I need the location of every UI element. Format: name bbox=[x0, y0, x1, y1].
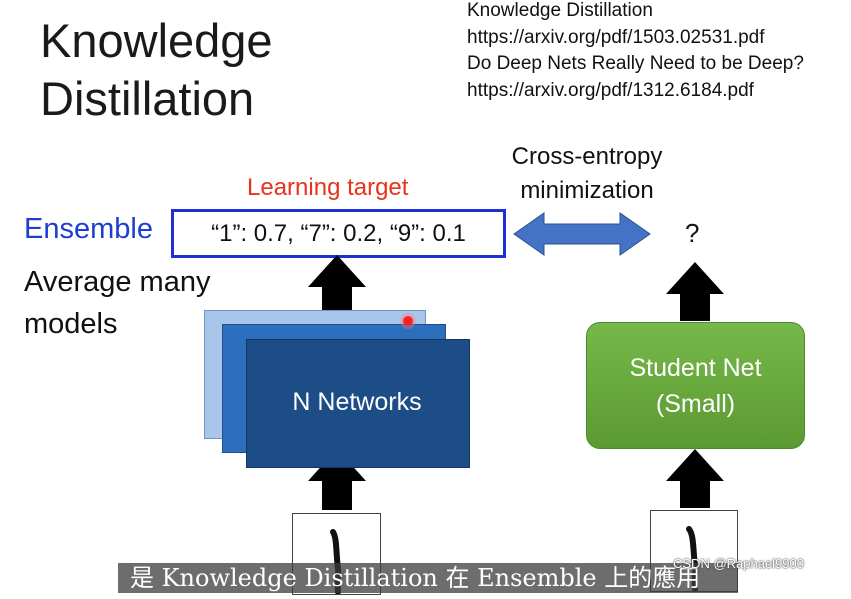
references: Knowledge Distillation https://arxiv.org… bbox=[467, 0, 804, 104]
diagram-arrows bbox=[308, 212, 724, 510]
loss-label: Cross-entropy minimization bbox=[482, 140, 692, 208]
double-arrow bbox=[513, 212, 651, 256]
ensemble-description-line-1: Average many bbox=[24, 266, 211, 298]
ensemble-description-line-2: models bbox=[24, 308, 118, 340]
slide-title: Knowledge Distillation bbox=[40, 12, 273, 128]
learning-target-label: Learning target bbox=[247, 174, 409, 201]
student-net-label-line-2: (Small) bbox=[655, 389, 736, 418]
up-arrow-ensemble-input bbox=[308, 449, 366, 510]
reference-title-1: Knowledge Distillation bbox=[467, 0, 653, 21]
pointer-dot bbox=[403, 316, 413, 326]
student-net-box: Student Net (Small) bbox=[586, 322, 805, 449]
ensemble-description: Average many models bbox=[24, 261, 210, 345]
ensemble-output-box: “1”: 0.7, “7”: 0.2, “9”: 0.1 bbox=[171, 209, 506, 258]
loss-label-line-1: Cross-entropy bbox=[511, 143, 663, 170]
ensemble-label: Ensemble bbox=[24, 213, 153, 245]
reference-title-2: Do Deep Nets Really Need to be Deep? bbox=[467, 53, 804, 74]
reference-link-2[interactable]: https://arxiv.org/pdf/1312.6184.pdf bbox=[467, 79, 754, 101]
subtitle-text: 是 Knowledge Distillation 在 Ensemble 上的應用 bbox=[130, 564, 701, 592]
reference-link-1[interactable]: https://arxiv.org/pdf/1503.02531.pdf bbox=[467, 26, 765, 48]
student-net-label-line-1: Student Net bbox=[629, 353, 762, 382]
up-arrow-ensemble-output bbox=[308, 255, 366, 316]
title-line-2: Distillation bbox=[40, 72, 255, 125]
loss-label-line-2: minimization bbox=[520, 177, 654, 204]
up-arrow-student-input bbox=[666, 449, 724, 508]
up-arrow-student-output bbox=[666, 262, 724, 321]
n-networks-label: N Networks bbox=[292, 388, 422, 416]
title-line-1: Knowledge bbox=[40, 14, 273, 67]
watermark: CSDN @Raphael9900 bbox=[673, 556, 804, 571]
network-card-front bbox=[246, 339, 470, 468]
student-output-unknown: ? bbox=[685, 218, 700, 248]
